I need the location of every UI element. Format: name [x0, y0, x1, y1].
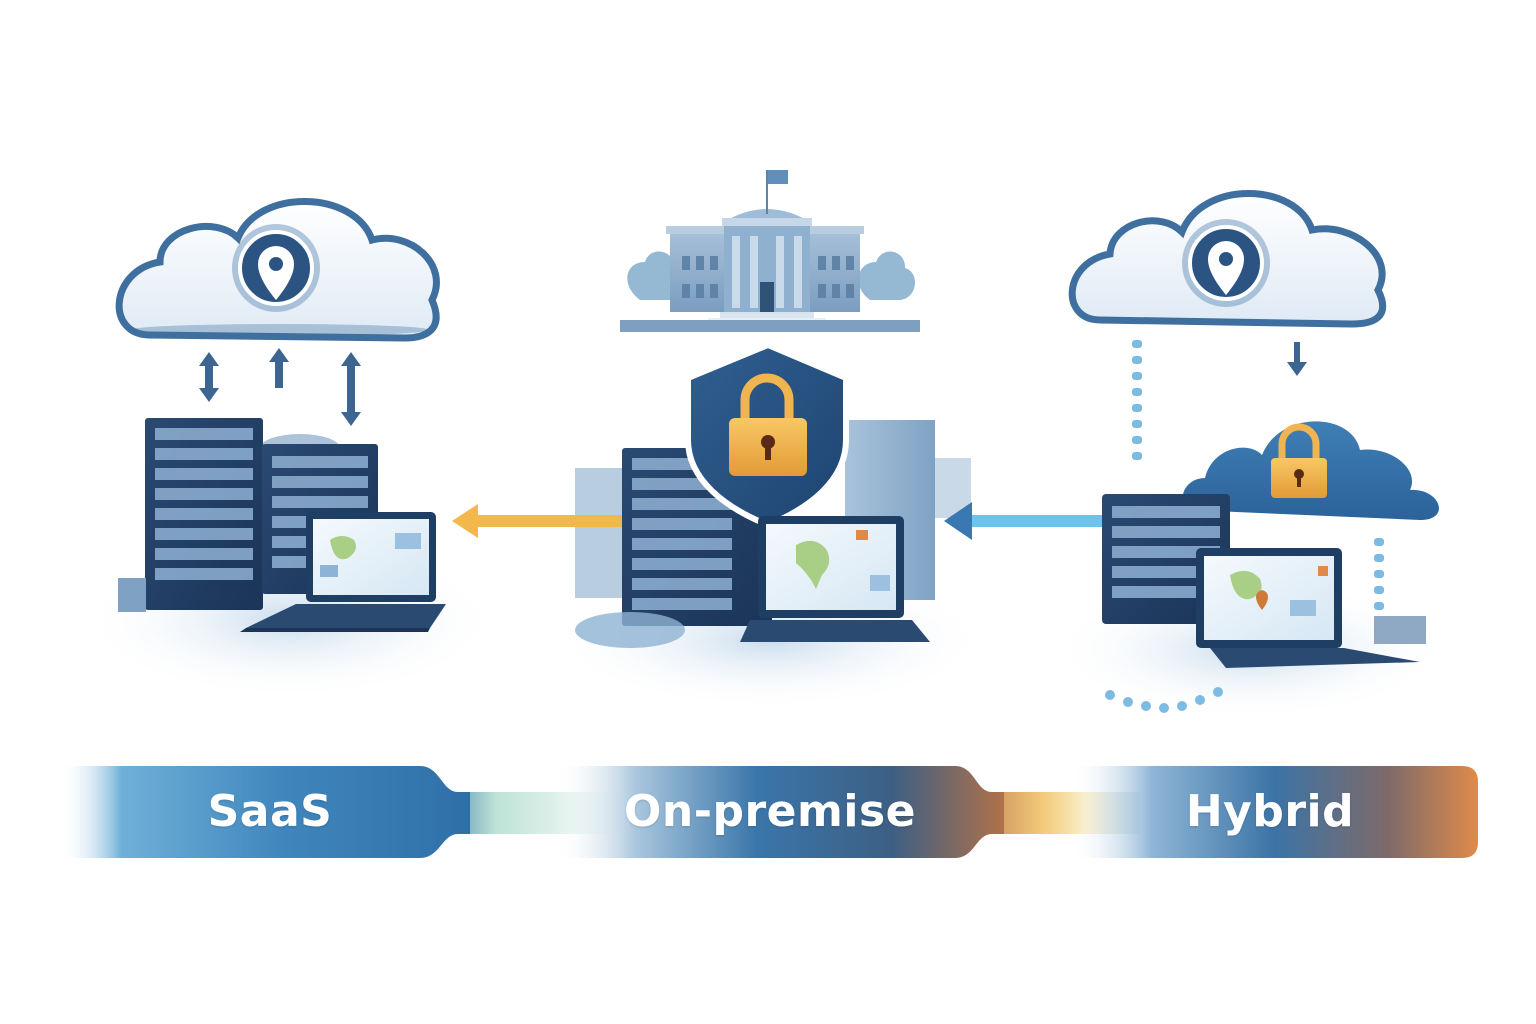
hybrid-tab-shape	[1070, 766, 1478, 858]
label-band	[60, 766, 1478, 858]
dotted-link-icon	[1105, 340, 1384, 713]
sync-arrows-icon	[199, 348, 361, 426]
location-pin-icon	[232, 224, 320, 312]
connector-arrow-on-premise-to-saas	[452, 504, 622, 538]
government-building-icon	[620, 170, 920, 332]
location-pin-icon	[1182, 219, 1270, 307]
padlock-icon	[729, 373, 807, 476]
laptop-icon	[575, 516, 930, 648]
on-premise-tab-shape	[555, 766, 1004, 858]
connector-arrow-hybrid-to-on-premise	[944, 502, 1102, 540]
on-premise-section	[452, 170, 990, 710]
saas-section	[80, 198, 500, 700]
hybrid-section	[944, 190, 1450, 720]
laptop-icon	[240, 512, 446, 632]
down-arrow-icon	[1287, 342, 1307, 376]
laptop-icon	[1196, 548, 1420, 668]
padlock-icon	[1271, 423, 1327, 498]
saas-tab-shape	[60, 766, 470, 858]
